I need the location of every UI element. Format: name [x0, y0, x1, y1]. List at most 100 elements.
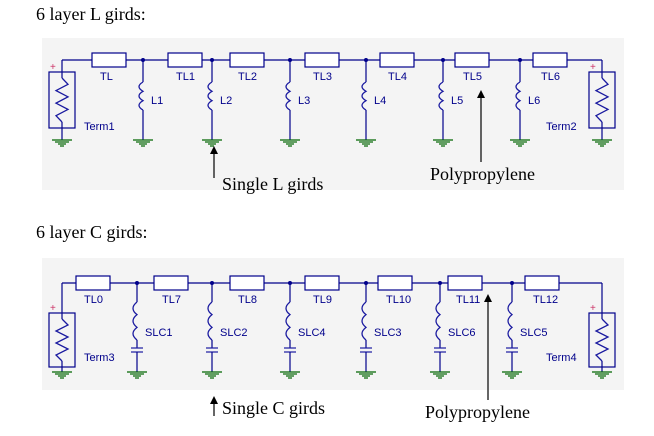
ground-icon	[52, 139, 72, 147]
ground-icon	[280, 371, 300, 379]
port-marker-icon: +	[590, 303, 596, 314]
shunt-branch: SLC3	[356, 281, 402, 379]
source-terminal: +Term1	[48, 60, 115, 147]
shunt-branch: L2	[202, 58, 232, 147]
shunt-branch: L4	[356, 58, 386, 147]
shunt-branch: SLC2	[202, 281, 248, 379]
capacitor-icon	[434, 347, 446, 353]
ground-icon	[133, 139, 153, 147]
resistor-icon	[594, 318, 610, 362]
inductor-icon	[515, 81, 522, 111]
ground-icon	[356, 371, 376, 379]
arrow-up-icon	[210, 146, 218, 178]
inductor-icon	[132, 301, 139, 341]
inductor-icon	[435, 301, 442, 341]
shunt-label: SLC6	[448, 327, 476, 339]
bottom-callout-single: Single C girds	[222, 398, 326, 418]
shunt-branch: SLC4	[280, 281, 326, 379]
top-callout-single: Single L girds	[222, 174, 324, 194]
transmission-line: TL7	[153, 275, 189, 306]
shunt-label: L3	[298, 95, 310, 107]
shunt-branch: SLC1	[127, 281, 173, 379]
transmission-line: TL0	[75, 275, 111, 306]
arrow-up-icon	[210, 396, 218, 416]
load-terminal: +Term4	[546, 283, 616, 379]
transmission-line: TL10	[377, 275, 413, 306]
shunt-branch: SLC5	[502, 281, 548, 379]
inductor-icon	[285, 301, 292, 341]
shunt-branch: SLC6	[430, 281, 476, 379]
inductor-icon	[361, 81, 368, 111]
transmission-line: TL1	[167, 52, 203, 83]
shunt-label: SLC2	[220, 327, 248, 339]
shunt-branch: L5	[433, 58, 463, 147]
load-terminal: + Term2	[546, 60, 616, 147]
resistor-icon	[54, 77, 70, 123]
transmission-line-label: TL5	[463, 71, 482, 83]
transmission-line: TL9	[304, 275, 340, 306]
bottom-heading: 6 layer C girds:	[36, 222, 148, 242]
source-term-label: Term1	[84, 121, 115, 133]
capacitor-icon	[506, 347, 518, 353]
resistor-icon	[54, 318, 70, 362]
top-heading: 6 layer L girds:	[36, 4, 146, 24]
transmission-line: TL2	[229, 52, 265, 83]
shunt-label: L5	[451, 95, 463, 107]
shunt-label: SLC4	[298, 327, 326, 339]
ground-icon	[280, 139, 300, 147]
transmission-line: TL3	[304, 52, 340, 83]
transmission-line-label: TL1	[176, 71, 195, 83]
arrow-up-icon	[484, 294, 492, 400]
port-marker-icon: +	[590, 62, 596, 73]
shunt-label: L4	[374, 95, 386, 107]
transmission-line: TL6	[532, 52, 568, 83]
shunt-branch: L3	[280, 58, 310, 147]
port-marker-icon: +	[50, 303, 56, 314]
shunt-label: SLC3	[374, 327, 402, 339]
ground-icon	[592, 371, 612, 379]
transmission-line-label: TL0	[84, 294, 103, 306]
inductor-icon	[207, 81, 214, 111]
transmission-line-label: TL	[100, 71, 113, 83]
transmission-line-label: TL3	[313, 71, 332, 83]
ground-icon	[52, 371, 72, 379]
transmission-line: TL8	[229, 275, 265, 306]
shunt-branch: L6	[510, 58, 540, 147]
inductor-icon	[507, 301, 514, 341]
shunt-label: L1	[151, 95, 163, 107]
capacitor-icon	[131, 347, 143, 353]
transmission-line-label: TL8	[238, 294, 257, 306]
load-term-label: Term2	[546, 121, 577, 133]
capacitor-icon	[284, 347, 296, 353]
transmission-line: TL11	[447, 275, 483, 306]
shunt-label: SLC1	[145, 327, 173, 339]
transmission-line-label: TL11	[456, 294, 480, 306]
inductor-icon	[138, 81, 145, 111]
inductor-icon	[285, 81, 292, 111]
transmission-line: TL	[91, 52, 127, 83]
bottom-callout-material: Polypropylene	[425, 402, 530, 422]
transmission-line-label: TL7	[162, 294, 181, 306]
transmission-line-label: TL4	[388, 71, 407, 83]
ground-icon	[430, 371, 450, 379]
shunt-branch: L1	[133, 58, 163, 147]
arrow-up-icon	[477, 90, 485, 162]
ground-icon	[127, 371, 147, 379]
shunt-label: L6	[528, 95, 540, 107]
ground-icon	[592, 139, 612, 147]
source-term-label: Term3	[84, 352, 115, 364]
transmission-line-label: TL12	[533, 294, 558, 306]
ground-icon	[510, 139, 530, 147]
transmission-line-label: TL9	[313, 294, 332, 306]
inductor-icon	[207, 301, 214, 341]
inductor-icon	[361, 301, 368, 341]
ground-icon	[433, 139, 453, 147]
capacitor-icon	[206, 347, 218, 353]
source-terminal: + Term3	[48, 283, 115, 379]
ground-icon	[502, 371, 522, 379]
transmission-line-label: TL6	[541, 71, 560, 83]
resistor-icon	[594, 77, 610, 123]
